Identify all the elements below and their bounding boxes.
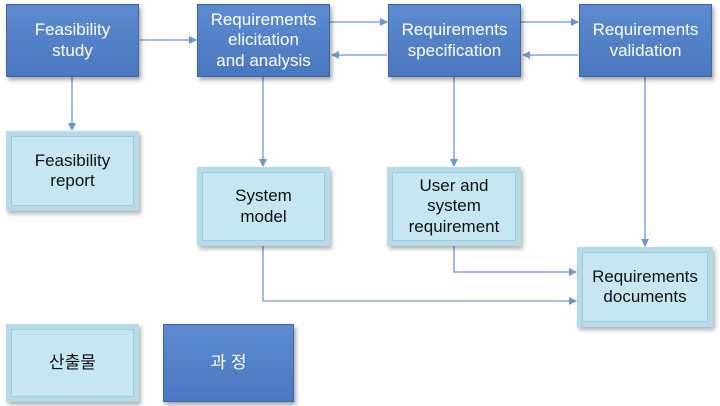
requirements-validation-label: Requirements validation xyxy=(592,20,699,60)
legend-process-label: 과 정 xyxy=(210,352,247,372)
requirements-documents-node: Requirements documents xyxy=(577,247,713,327)
feasibility-study-label: Feasibility study xyxy=(34,20,111,60)
feasibility-report-label: Feasibility report xyxy=(34,150,111,190)
arrow-system-model-to-documents xyxy=(262,246,577,305)
system-model-label: System model xyxy=(235,186,292,226)
requirements-elicitation-node: Requirements elicitation and analysis xyxy=(197,4,330,77)
feasibility-study-node: Feasibility study xyxy=(6,4,139,77)
user-system-requirement-node: User and system requirement xyxy=(387,167,521,246)
legend-product: 산출물 xyxy=(6,324,139,402)
feasibility-report-node: Feasibility report xyxy=(6,131,139,211)
requirements-validation-node: Requirements validation xyxy=(579,4,712,77)
user-system-requirement-label: User and system requirement xyxy=(408,175,500,236)
requirements-elicitation-label: Requirements elicitation and analysis xyxy=(210,9,317,70)
requirements-specification-node: Requirements specification xyxy=(388,4,521,77)
requirements-documents-label: Requirements documents xyxy=(592,266,698,306)
arrow-user-requirement-to-documents xyxy=(453,246,577,276)
requirements-specification-label: Requirements specification xyxy=(401,20,508,60)
legend-product-label: 산출물 xyxy=(49,352,96,372)
legend-process: 과 정 xyxy=(163,324,294,402)
system-model-node: System model xyxy=(197,167,330,246)
